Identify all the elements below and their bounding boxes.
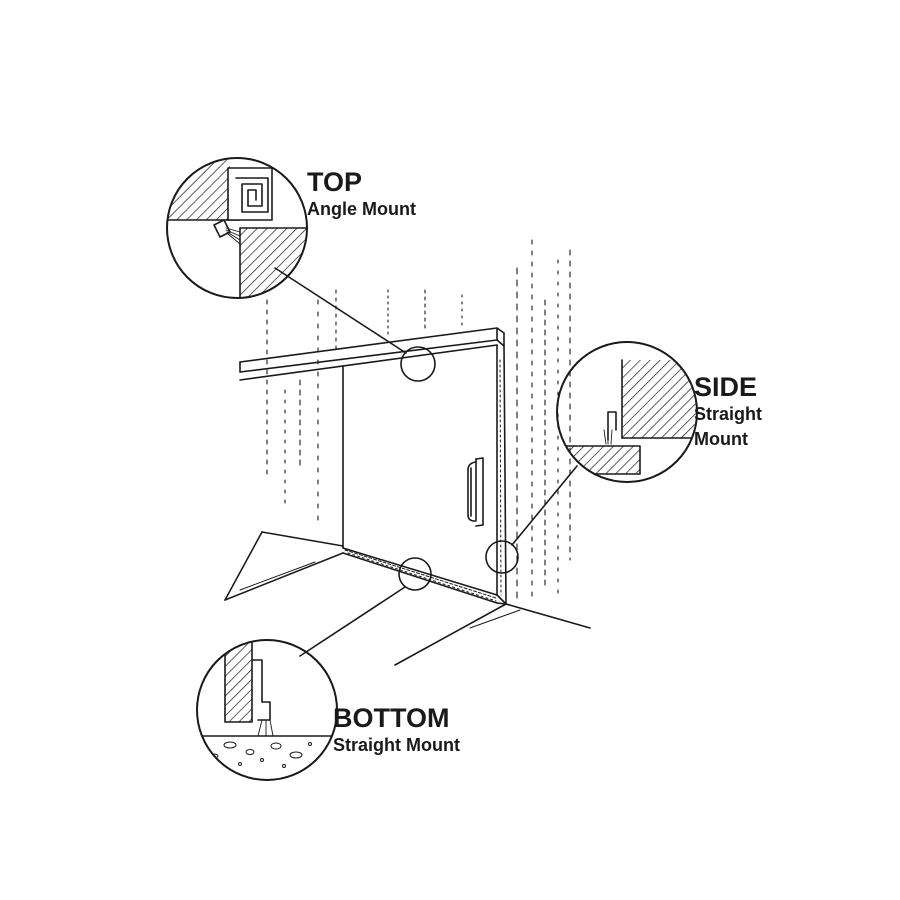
side-callout-circle bbox=[556, 341, 698, 483]
bottom-detail-marker bbox=[398, 557, 432, 591]
side-title: SIDE bbox=[694, 372, 758, 402]
bottom-leader-line bbox=[299, 586, 406, 657]
top-title: TOP bbox=[307, 167, 363, 197]
bottom-title: BOTTOM bbox=[333, 703, 450, 733]
side-subtitle-line1: Straight bbox=[694, 404, 763, 424]
side-leader-line bbox=[511, 465, 578, 546]
side-label: SIDE Straight Mount bbox=[694, 372, 762, 452]
floor-lines bbox=[224, 531, 591, 666]
top-subtitle: Angle Mount bbox=[307, 199, 416, 219]
side-subtitle-line2: Mount bbox=[694, 429, 748, 449]
top-label: TOP Angle Mount bbox=[307, 167, 416, 222]
door-panel bbox=[342, 344, 507, 605]
side-brush-strip bbox=[499, 359, 502, 596]
door-handle bbox=[467, 457, 484, 527]
door-header bbox=[239, 327, 505, 381]
side-detail-marker bbox=[485, 540, 519, 574]
top-detail-marker bbox=[400, 346, 436, 382]
bottom-callout-circle bbox=[196, 639, 338, 781]
bottom-label: BOTTOM Straight Mount bbox=[333, 703, 460, 758]
bottom-brush-strip bbox=[344, 549, 497, 602]
top-callout-circle bbox=[166, 157, 308, 299]
bottom-subtitle: Straight Mount bbox=[333, 735, 460, 755]
wall-texture bbox=[266, 239, 571, 601]
top-leader-line bbox=[274, 267, 407, 354]
